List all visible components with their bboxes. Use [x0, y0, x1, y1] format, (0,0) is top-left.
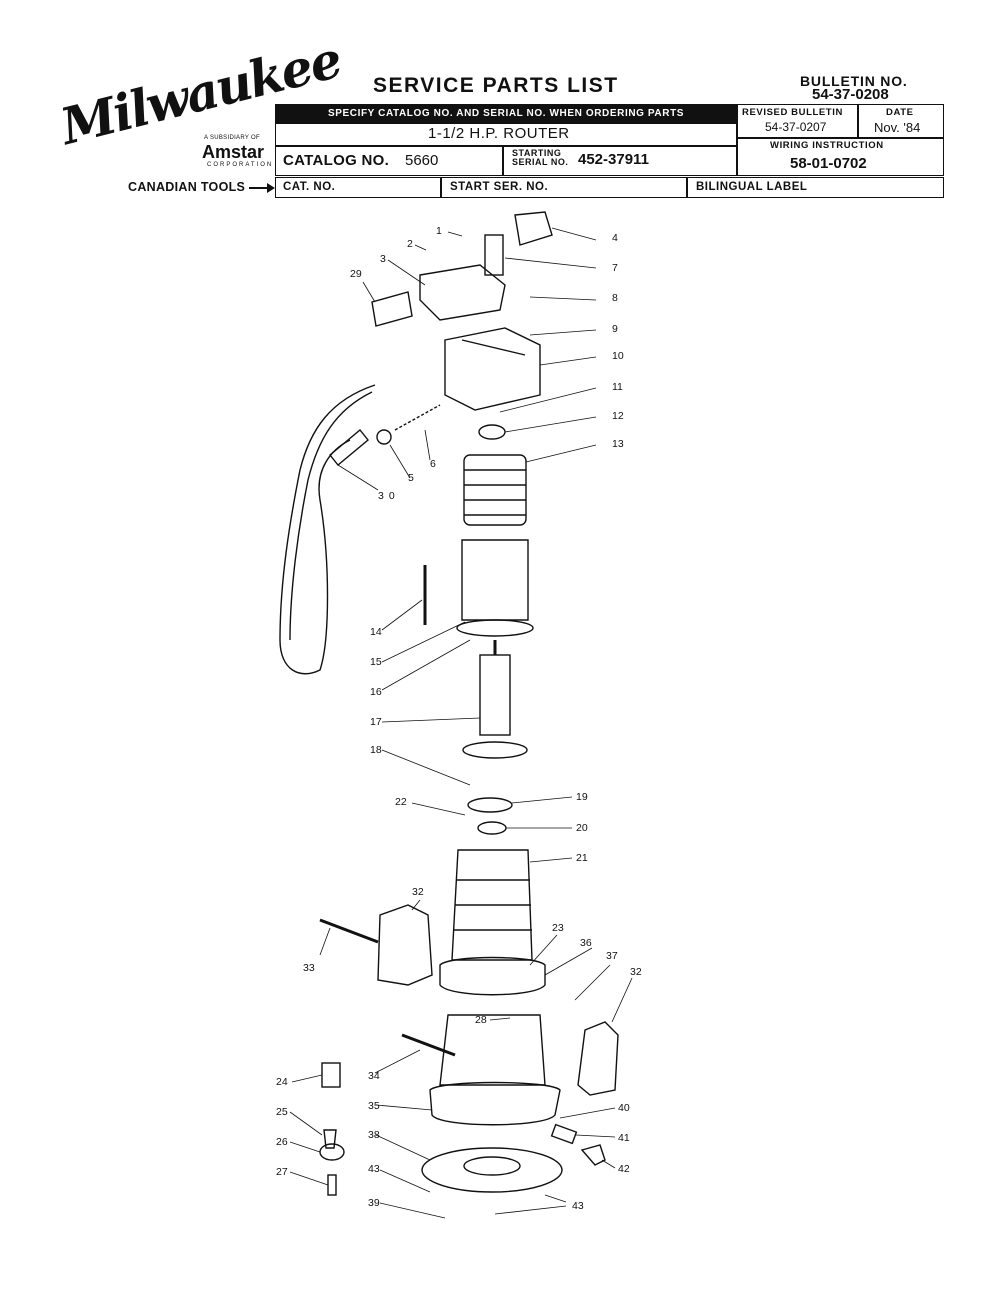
- right-handle: [577, 1021, 619, 1096]
- callout-42: 42: [618, 1163, 630, 1175]
- canadian-bilingual-label: BILINGUAL LABEL: [696, 181, 808, 193]
- page-title: SERVICE PARTS LIST: [373, 74, 619, 97]
- callout-38: 38: [368, 1129, 380, 1141]
- motor-cap: [444, 327, 541, 411]
- callout-33: 33: [303, 962, 315, 974]
- callout-26: 26: [276, 1136, 288, 1148]
- callout-20: 20: [576, 822, 588, 834]
- starting-serial-label-2: SERIAL NO.: [512, 157, 569, 167]
- callout-16: 16: [370, 686, 382, 698]
- sub-base: [421, 1147, 563, 1193]
- callout-22: 22: [395, 796, 407, 808]
- date-label: DATE: [886, 107, 914, 118]
- canadian-cat-no: CAT. NO.: [283, 181, 336, 193]
- callout-34: 34: [368, 1070, 380, 1082]
- callout-9: 9: [612, 323, 618, 335]
- callout-6: 6: [430, 458, 436, 470]
- callout-8: 8: [612, 292, 618, 304]
- subsidiary-line: A SUBSIDIARY OF: [204, 135, 260, 141]
- callout-14: 14: [370, 626, 382, 638]
- armature: [479, 654, 511, 736]
- canadian-start-ser-no: START SER. NO.: [450, 181, 549, 193]
- switch-housing: [419, 264, 506, 321]
- callout-29: 29: [350, 268, 362, 280]
- milwaukee-logo: Milwaukee A SUBSIDIARY OF Amstar CORPORA…: [55, 30, 346, 190]
- exploded-parts-diagram: [279, 211, 633, 1219]
- ordering-note: SPECIFY CATALOG NO. AND SERIAL NO. WHEN …: [276, 105, 736, 122]
- callout-41: 41: [618, 1132, 630, 1144]
- callout-32-left: 32: [412, 886, 424, 898]
- catalog-label: CATALOG NO.: [283, 152, 390, 169]
- catalog-value: 5660: [405, 152, 439, 169]
- callout-32-right: 32: [630, 966, 642, 978]
- callout-39: 39: [368, 1197, 380, 1209]
- date-value: Nov. '84: [874, 120, 921, 135]
- amstar-wordmark: Amstar: [202, 142, 265, 162]
- callout-11: 11: [612, 381, 623, 393]
- canadian-tools-label: CANADIAN TOOLS: [128, 180, 275, 194]
- callout-23: 23: [552, 922, 564, 934]
- callout-27: 27: [276, 1166, 288, 1178]
- motor-housing: [461, 539, 529, 621]
- callout-25: 25: [276, 1106, 288, 1118]
- router-base: [439, 1014, 546, 1086]
- callout-17: 17: [370, 716, 382, 728]
- field-coil: [463, 454, 527, 526]
- callout-15: 15: [370, 656, 382, 668]
- callout-3: 3: [380, 253, 386, 265]
- callout-30: 30: [378, 490, 400, 502]
- wiring-instruction-label: WIRING INSTRUCTION: [770, 140, 884, 151]
- callout-43-left: 43: [368, 1163, 380, 1175]
- corporation-line: CORPORATION: [207, 162, 274, 168]
- callout-40: 40: [618, 1102, 630, 1114]
- power-cord: [279, 384, 376, 675]
- starting-serial-label-1: STARTING: [512, 148, 562, 158]
- header-table: [275, 104, 944, 176]
- callout-4: 4: [612, 232, 618, 244]
- canadian-row: [275, 177, 944, 198]
- callout-19: 19: [576, 791, 588, 803]
- callout-13: 13: [612, 438, 624, 450]
- callout-43-right: 43: [572, 1200, 584, 1212]
- wiring-instruction-value: 58-01-0702: [790, 155, 867, 172]
- callout-24: 24: [276, 1076, 288, 1088]
- arrow-right-icon: [248, 182, 275, 193]
- callout-36: 36: [580, 937, 592, 949]
- callout-2: 2: [407, 238, 413, 250]
- callout-5: 5: [408, 472, 414, 484]
- left-handle: [377, 904, 433, 986]
- product-name: 1-1/2 H.P. ROUTER: [428, 125, 570, 142]
- bulletin-number: 54-37-0208: [812, 86, 889, 103]
- callout-35: 35: [368, 1100, 380, 1112]
- callout-10: 10: [612, 350, 624, 362]
- callout-12: 12: [612, 410, 624, 422]
- callout-7: 7: [612, 262, 618, 274]
- callout-37: 37: [606, 950, 618, 962]
- callout-1: 1: [436, 225, 442, 237]
- revised-bulletin-value: 54-37-0207: [765, 120, 827, 134]
- callout-21: 21: [576, 852, 588, 864]
- revised-bulletin-label: REVISED BULLETIN: [742, 107, 843, 118]
- starting-serial-value: 452-37911: [578, 151, 649, 168]
- callout-28: 28: [475, 1014, 487, 1026]
- bulletin-label: BULLETIN NO.: [800, 73, 908, 89]
- callout-18: 18: [370, 744, 382, 756]
